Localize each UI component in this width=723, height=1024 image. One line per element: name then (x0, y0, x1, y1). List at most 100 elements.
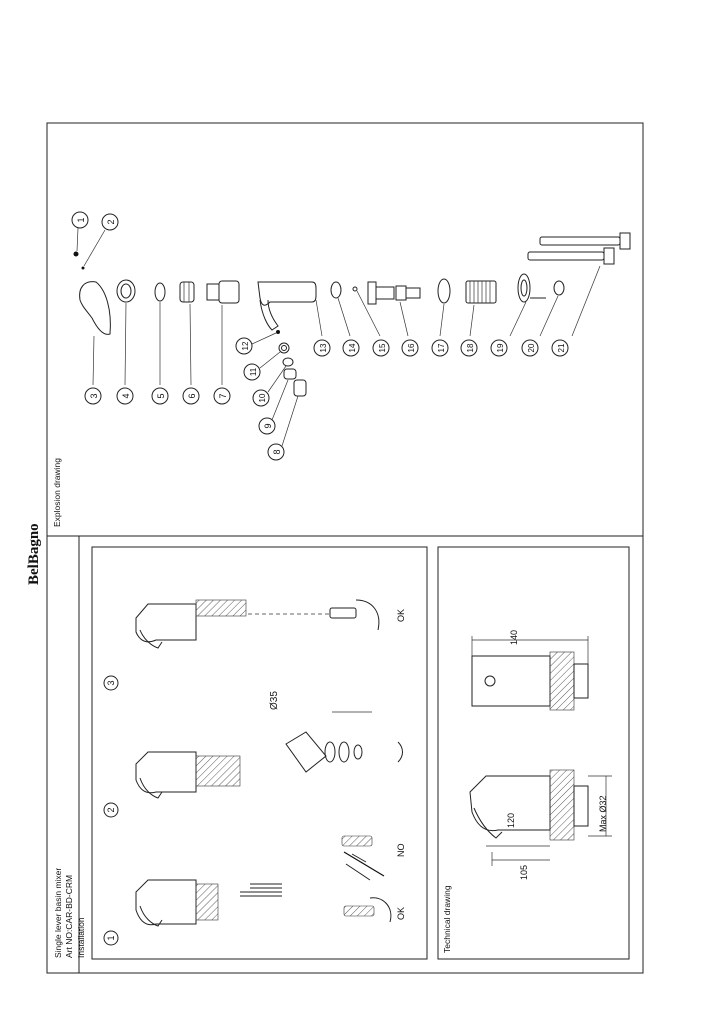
part-20-nut (539, 280, 565, 337)
installation-panel (91, 546, 428, 960)
part-number: 12 (241, 341, 250, 350)
dim-height: 140 (509, 630, 519, 645)
step-1-ok-sketch (343, 897, 392, 923)
part-10-washer (267, 357, 294, 393)
tech-view-front (469, 769, 612, 866)
part-3-lever (79, 281, 111, 386)
part-number: 20 (527, 343, 536, 352)
section-installation: Installation (76, 917, 86, 958)
explosion-drawing: 1 2 3 4 5 6 7 8 9 10 11 12 13 14 15 16 1… (71, 211, 631, 461)
part-number: 1 (76, 217, 86, 222)
dim-max-thickness: Max Ø32 (598, 795, 608, 832)
part-12-screw (251, 330, 280, 345)
step-marker-2: 2 (103, 802, 119, 818)
step-2-faucet (135, 751, 241, 799)
part-number: 21 (557, 343, 566, 352)
part-callout-7: 7 (213, 387, 231, 405)
part-11-aerator (259, 342, 290, 369)
part-number: 16 (407, 343, 416, 352)
dim-spout-height: 120 (506, 813, 516, 828)
part-callout-8: 8 (267, 443, 285, 461)
part-callout-2: 2 (101, 213, 119, 231)
part-13-body (257, 281, 323, 337)
part-callout-14: 14 (342, 339, 360, 357)
part-16-bolt (367, 281, 421, 337)
technical-title: Technical drawing (442, 885, 452, 953)
no-label: NO (396, 844, 406, 858)
step-1-no-sketch (341, 835, 385, 881)
step-1-hoses (240, 883, 282, 897)
step-marker-1: 1 (103, 930, 119, 946)
part-8-sleeve (281, 379, 307, 447)
part-callout-20: 20 (521, 339, 539, 357)
step-marker-3: 3 (103, 675, 119, 691)
step-number: 1 (106, 935, 116, 940)
part-number: 18 (466, 343, 475, 352)
part-number: 10 (258, 393, 267, 402)
part-2-pin (81, 229, 106, 270)
part-14-oring (330, 281, 351, 337)
part-callout-15: 15 (372, 339, 390, 357)
part-callout-3: 3 (84, 387, 102, 405)
part-callout-13: 13 (313, 339, 331, 357)
part-9-insert (271, 368, 297, 421)
part-number: 17 (437, 343, 446, 352)
part-18-threaded-shank (465, 280, 497, 337)
part-callout-21: 21 (551, 339, 569, 357)
part-17-gasket (437, 278, 451, 337)
part-4-cap (116, 279, 136, 386)
installation-drawing: 1 2 3 OK NO (103, 599, 406, 946)
step-number: 3 (106, 680, 116, 685)
hole-diameter: Ø35 (269, 691, 280, 710)
part-number: 5 (156, 393, 166, 398)
part-callout-18: 18 (460, 339, 478, 357)
product-article: Art NO:CAR-BD-CRM (64, 875, 74, 958)
part-callout-16: 16 (401, 339, 419, 357)
part-15-pin (352, 286, 381, 337)
part-callout-4: 4 (116, 387, 134, 405)
part-number: 8 (272, 449, 282, 454)
outer-frame (46, 122, 644, 974)
part-callout-17: 17 (431, 339, 449, 357)
step-1-faucet (135, 879, 219, 927)
ok-label-2: OK (396, 609, 406, 622)
part-callout-6: 6 (182, 387, 200, 405)
brand-logo: BelBagno (26, 523, 42, 585)
part-callout-9: 9 (258, 417, 276, 435)
part-callout-11: 11 (243, 363, 261, 381)
tech-view-side (471, 636, 589, 711)
part-number: 2 (106, 219, 116, 224)
part-number: 15 (378, 343, 387, 352)
part-number: 14 (348, 343, 357, 352)
part-number: 9 (263, 423, 273, 428)
part-callout-10: 10 (252, 389, 270, 407)
part-5-ring (154, 282, 166, 385)
ok-label-1: OK (396, 907, 406, 920)
step-number: 2 (106, 807, 116, 812)
part-callout-1: 1 (71, 211, 89, 229)
part-callout-5: 5 (151, 387, 169, 405)
part-number: 6 (187, 393, 197, 398)
part-number: 4 (121, 393, 131, 398)
product-title: Single lever basin mixer (53, 868, 63, 958)
part-number: 11 (249, 367, 258, 376)
step-2-washer-stack (285, 711, 403, 773)
technical-panel (437, 546, 630, 960)
technical-drawing: 140 120 105 Max Ø32 (469, 630, 612, 880)
part-callout-12: 12 (235, 337, 253, 355)
dim-reach: 105 (519, 865, 529, 880)
part-number: 7 (218, 393, 228, 398)
step-3-faucet (135, 599, 247, 649)
part-number: 19 (496, 343, 505, 352)
part-19-flange (509, 273, 546, 337)
part-6-nut (179, 281, 195, 386)
step-3-ok-sketch (329, 599, 380, 631)
part-number: 13 (319, 343, 328, 352)
part-1-screw (73, 227, 79, 257)
part-callout-19: 19 (490, 339, 508, 357)
part-number: 3 (89, 393, 99, 398)
part-7-cartridge (206, 280, 240, 385)
part-21-hoses (527, 232, 631, 337)
explosion-title: Explosion drawing (52, 458, 62, 527)
